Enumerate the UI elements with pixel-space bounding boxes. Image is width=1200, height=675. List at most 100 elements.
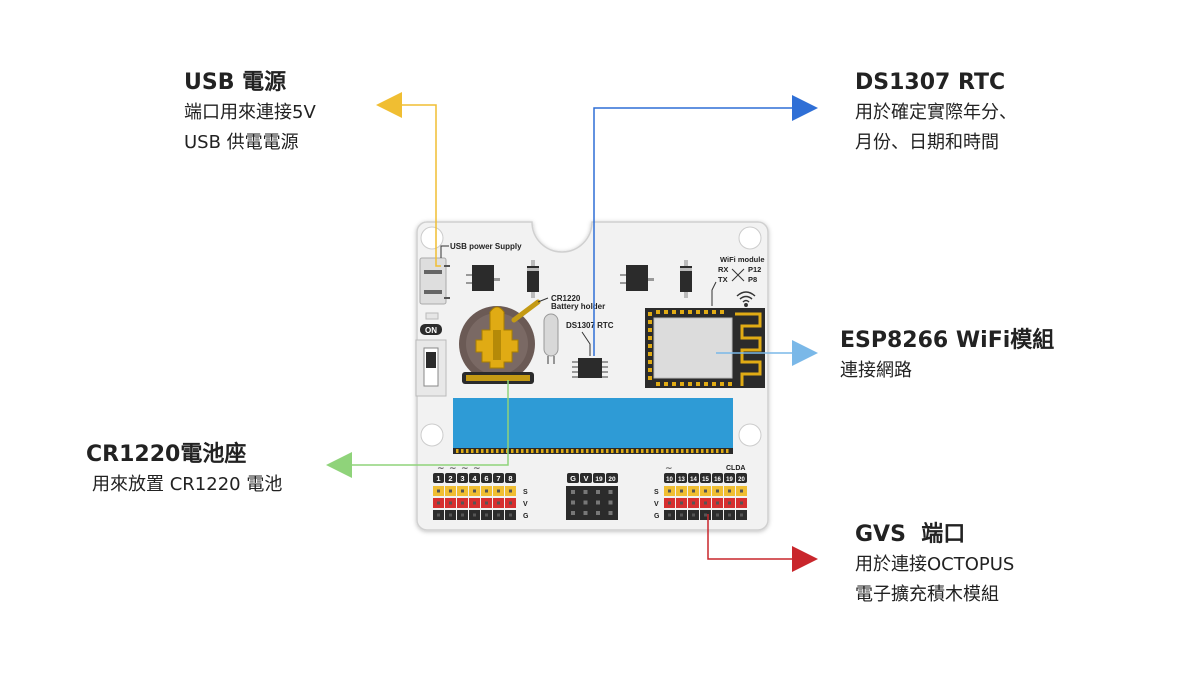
on-label: ON (425, 326, 437, 335)
pin-label-bg (433, 473, 444, 483)
row-label: S (523, 489, 528, 496)
callout-usb: USB 電源 端口用來連接5V USB 供電電源 (184, 68, 316, 158)
wifi-module-label: WiFi module (720, 255, 765, 264)
pin-label-bg (457, 473, 468, 483)
header-pin-hole (704, 501, 707, 505)
microbit-edge-slot (453, 398, 733, 454)
callout-gvs-title: GVS 端口 (855, 522, 966, 547)
header-pin-hole (449, 513, 452, 517)
crystal-component (543, 313, 559, 364)
header-pin-hole (716, 489, 719, 493)
callout-gvs: GVS 端口 用於連接OCTOPUS 電子擴充積木模組 (855, 520, 1014, 610)
header-pin-hole (704, 513, 707, 517)
pin-label-bg (700, 473, 711, 483)
regulator-component (466, 265, 500, 291)
header-pin-hole (728, 489, 731, 493)
pin-label: G (570, 474, 576, 483)
mounting-hole (738, 226, 762, 250)
header-pin-hole (596, 490, 600, 494)
header-pin-hole (692, 489, 695, 493)
header-pin-hole (608, 490, 613, 494)
header-pin-hole (497, 501, 500, 505)
power-switch (415, 339, 447, 397)
pin-label-bg (736, 473, 747, 483)
header-pin-hole (740, 513, 743, 517)
header-pin-hole (704, 489, 707, 493)
on-label-bg (420, 324, 442, 335)
header-pin-hole (583, 490, 588, 494)
header-pin-hole (473, 489, 476, 493)
pin-label: 4 (472, 474, 477, 483)
header-pin-hole (449, 489, 452, 493)
pin-label: 8 (508, 474, 512, 483)
usb-power-label: USB power Supply (450, 242, 522, 251)
rtc-label: DS1307 RTC (566, 321, 614, 330)
svg-text:~: ~ (665, 464, 673, 474)
pin-label-bg (712, 473, 723, 483)
callout-battery-title: CR1220電池座 (86, 442, 247, 467)
callout-usb-line-2: USB 供電電源 (184, 132, 299, 153)
leader-rtc (593, 95, 818, 356)
header-pin-hole (692, 501, 695, 505)
pin-label-bg (505, 473, 516, 483)
esp8266-module (645, 308, 765, 388)
header-pin-hole (728, 513, 731, 517)
callout-wifi: ESP8266 WiFi模組 連接網路 (840, 326, 1054, 386)
header-pin-hole (740, 501, 743, 505)
power-led (425, 312, 439, 320)
header-pin-hole (583, 500, 588, 505)
pin-label-bg (593, 473, 605, 483)
header-pin-hole (449, 501, 452, 505)
pin-label: 3 (460, 474, 464, 483)
pin-label: 13 (678, 477, 685, 483)
callout-battery: CR1220電池座 用來放置 CR1220 電池 (86, 440, 282, 500)
header-pin-hole (497, 489, 500, 493)
pin-label: 6 (484, 474, 488, 483)
pin-label-bg (724, 473, 735, 483)
header-pin-hole (473, 501, 476, 505)
header-pin-hole (692, 513, 695, 517)
mounting-hole (420, 226, 444, 250)
p12-label: P12 (748, 265, 761, 274)
clda-label: CLDA (726, 465, 745, 472)
header-pin-hole (596, 511, 600, 515)
pin-label: V (583, 474, 588, 483)
pin-label: 16 (714, 477, 721, 483)
svg-text:~: ~ (461, 464, 469, 474)
pin-label: 19 (595, 476, 603, 483)
pin-label-bg (481, 473, 492, 483)
callout-rtc: DS1307 RTC 用於確定實際年分、 月份、日期和時間 (855, 68, 1017, 158)
header-pin-hole (680, 489, 683, 493)
row-label: G (523, 513, 529, 520)
wifi-signal-icon (736, 291, 756, 307)
ds1307-chip (572, 358, 608, 378)
header-pin-hole (728, 501, 731, 505)
header-pin-hole (596, 500, 600, 505)
header-pin-hole (680, 513, 683, 517)
callout-rtc-line-1: 用於確定實際年分、 (855, 102, 1017, 123)
diode-component-2 (680, 260, 692, 298)
header-pin-hole (461, 501, 464, 505)
header-pin-hole (497, 513, 500, 517)
pin-label-bg (676, 473, 687, 483)
battery-holder (459, 299, 541, 384)
battery-label-1: CR1220 (551, 294, 581, 303)
header-pin-hole (716, 513, 719, 517)
header-pin-hole (437, 501, 440, 505)
pin-label: 1 (436, 474, 440, 483)
header-pin-hole (485, 513, 488, 517)
header-pin-hole (680, 501, 683, 505)
pin-label: 20 (608, 476, 616, 483)
usb-connector (419, 257, 450, 305)
pin-label-bg (445, 473, 456, 483)
pin-label: 20 (738, 477, 745, 483)
callout-usb-line-1: 端口用來連接5V (184, 102, 316, 123)
pin-label: 19 (726, 477, 733, 483)
svg-text:~: ~ (473, 464, 481, 474)
header-pin-hole (571, 511, 575, 515)
header-pin-hole (473, 513, 476, 517)
svg-text:~: ~ (449, 464, 457, 474)
